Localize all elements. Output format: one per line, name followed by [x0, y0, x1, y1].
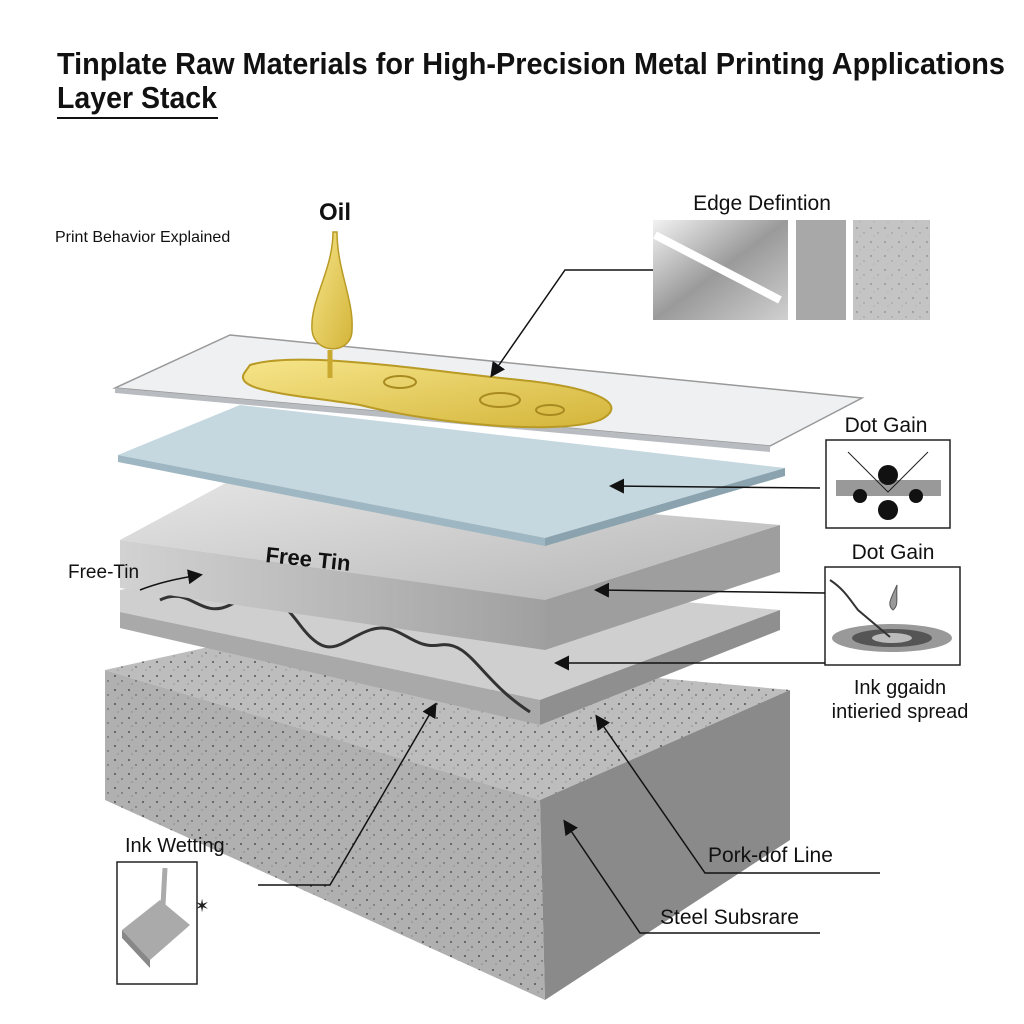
dot-gain-icon-2 [824, 566, 961, 666]
ink-wetting-label: Ink Wetting [125, 835, 225, 857]
dot-gain-icon-1 [825, 439, 951, 529]
oil-drop-icon [311, 231, 353, 350]
print-behavior-label: Print Behavior Explained [55, 229, 230, 246]
oil-film-layer [112, 231, 865, 452]
dot-gain-label-1: Dot Gain [845, 414, 928, 437]
steel-substrate-label: Steel Subsrare [660, 906, 799, 929]
edge-definition-label: Edge Defintion [693, 192, 831, 215]
ink-gain-label-line-1: Ink ggaidn [854, 677, 946, 699]
ink-wetting-icon: ✶ [116, 861, 210, 985]
leader-lines [258, 269, 880, 934]
free-tin-side-label: Free-Tin [68, 562, 139, 583]
edge-definition-images [653, 220, 930, 320]
title-line-2: Layer Stack [57, 80, 218, 115]
pork-dof-line-label: Pork-dof Line [708, 844, 833, 867]
ink-gain-label-line-2: intieried spread [832, 701, 969, 723]
title-line-1: Tinplate Raw Materials for High-Precisio… [57, 46, 1005, 81]
dot-gain-label-2: Dot Gain [852, 541, 935, 564]
svg-text:✶: ✶ [194, 896, 209, 916]
free-tin-layer [120, 478, 780, 650]
oil-label: Oil [319, 199, 351, 226]
